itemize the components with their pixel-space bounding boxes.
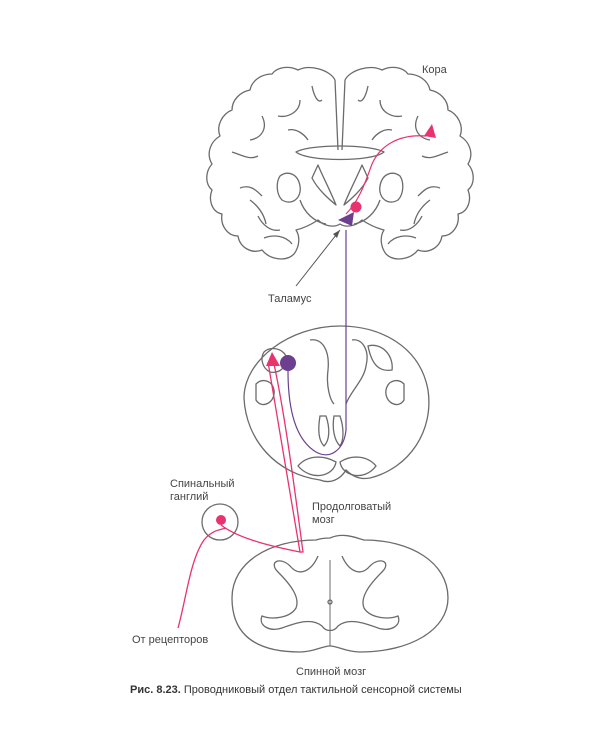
medulla-section — [243, 325, 430, 483]
brain-section — [206, 66, 474, 260]
dorsal-column-fiber — [273, 363, 304, 553]
ganglion-neuron — [216, 515, 226, 525]
thalamus-relay-neuron — [350, 201, 362, 213]
spinal-ganglion — [201, 503, 239, 541]
medulla-terminal-triangle — [266, 352, 280, 366]
label-spinal-cord: Спинной мозг — [296, 666, 367, 678]
third-order-pathway — [345, 135, 427, 215]
thalamus-pointer — [295, 229, 341, 287]
figure-number: Рис. 8.23. — [130, 684, 181, 696]
ganglion-outline — [201, 503, 239, 541]
thalamus-terminal-triangle — [338, 212, 354, 226]
cortex-terminal-triangle — [424, 124, 436, 138]
label-spinal-ganglion: Спинальный ганглий — [170, 478, 235, 503]
label-cortex: Кора — [422, 64, 447, 76]
spinal-cord-section — [231, 534, 449, 653]
label-medulla: Продолговатый мозг — [312, 501, 392, 526]
dorsal-root-fiber — [220, 361, 301, 553]
figure-caption-text: Проводниковый отдел тактильной сенсорной… — [183, 684, 462, 696]
receptor-fiber — [177, 527, 227, 629]
label-thalamus: Таламус — [268, 293, 312, 305]
brain-outline — [206, 66, 474, 260]
label-from-receptors: От рецепторов — [132, 634, 209, 646]
medulla-relay-neuron — [280, 355, 296, 371]
figure-caption: Рис. 8.23. Проводниковый отдел тактильно… — [130, 684, 462, 696]
first-order-pathway — [177, 361, 304, 629]
second-order-pathway — [287, 230, 347, 456]
medulla-outline — [243, 325, 430, 483]
spinal-cord-outline — [231, 534, 449, 653]
